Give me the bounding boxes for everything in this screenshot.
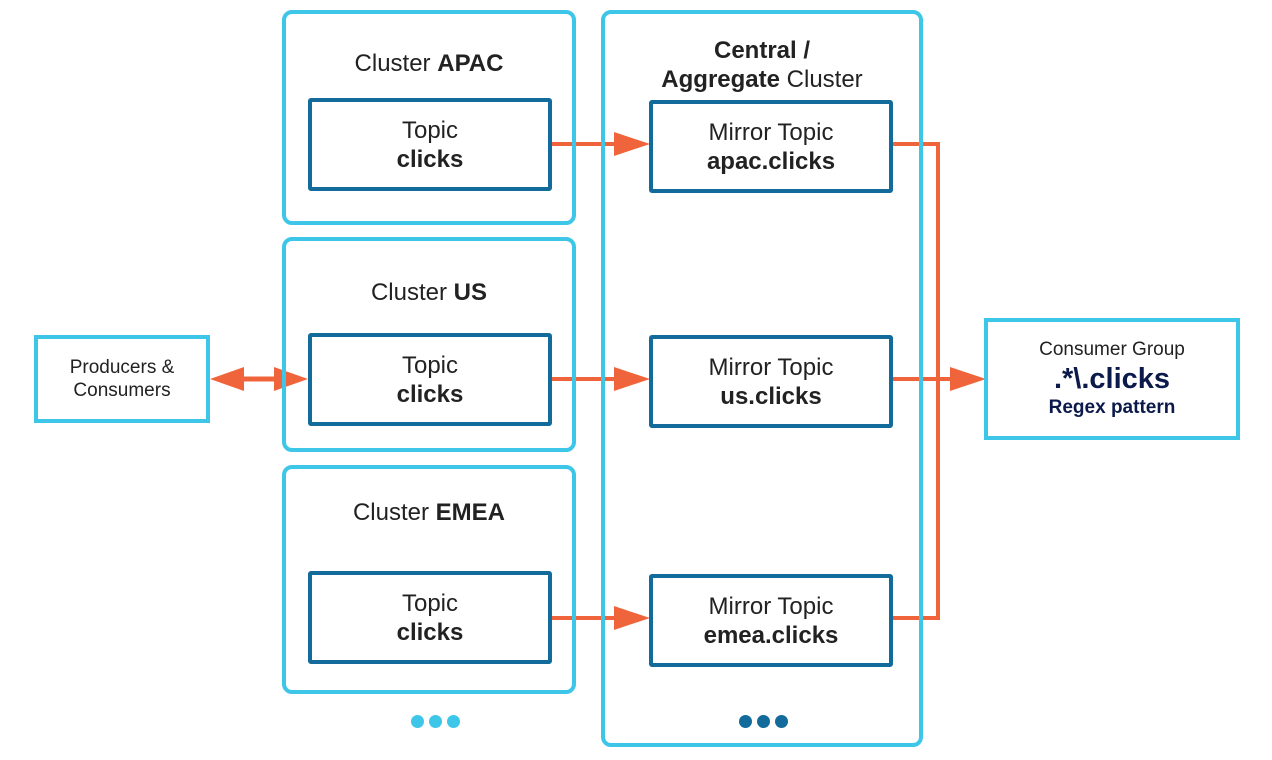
dot — [447, 715, 460, 728]
arrowhead-us — [614, 367, 650, 391]
mirror-topic-label: Mirror Topic — [708, 353, 834, 381]
dot — [429, 715, 442, 728]
consumer-group-subtitle: Regex pattern — [1048, 397, 1176, 418]
cluster-apac-title: Cluster APAC — [354, 50, 504, 77]
consumer-group-pattern: .*\.clicks — [1053, 363, 1171, 395]
topic-apac-clicks[interactable]: Topic clicks — [308, 98, 552, 191]
consumer-group-label: Consumer Group — [1039, 339, 1185, 360]
mirror-topic-apac[interactable]: Mirror Topic apac.clicks — [649, 100, 893, 193]
topic-name: clicks — [396, 145, 464, 173]
topic-emea-clicks[interactable]: Topic clicks — [308, 571, 552, 664]
cluster-apac: Cluster APAC Topic clicks — [282, 10, 576, 225]
topic-name: clicks — [396, 380, 464, 408]
consumer-group-box[interactable]: Consumer Group .*\.clicks Regex pattern — [984, 318, 1240, 440]
topic-label: Topic — [401, 116, 459, 144]
producers-label: Producers & — [69, 357, 175, 378]
more-clusters-icon — [411, 715, 460, 728]
more-mirrors-icon — [739, 715, 788, 728]
cluster-us: Cluster US Topic clicks — [282, 237, 576, 452]
mirror-topic-name: us.clicks — [720, 382, 822, 410]
mirror-topic-label: Mirror Topic — [708, 118, 834, 146]
central-cluster-title: Central / Aggregate Cluster — [661, 37, 863, 93]
cluster-us-title: Cluster US — [370, 279, 488, 306]
arrowhead-consumer-group — [950, 367, 986, 391]
dot — [757, 715, 770, 728]
dot — [775, 715, 788, 728]
topic-label: Topic — [401, 351, 459, 379]
topic-name: clicks — [396, 618, 464, 646]
central-aggregate-cluster: Central / Aggregate Cluster Mirror Topic… — [601, 10, 923, 747]
mirror-topic-name: emea.clicks — [703, 621, 839, 649]
consumers-label: Consumers — [73, 380, 171, 401]
mirror-topic-emea[interactable]: Mirror Topic emea.clicks — [649, 574, 893, 667]
dot — [739, 715, 752, 728]
cluster-emea: Cluster EMEA Topic clicks — [282, 465, 576, 694]
cluster-emea-title: Cluster EMEA — [352, 499, 506, 526]
mirror-topic-label: Mirror Topic — [708, 592, 834, 620]
arrowhead-apac — [614, 132, 650, 156]
arrowhead-producers-left — [210, 367, 244, 391]
dot — [411, 715, 424, 728]
arrowhead-emea — [614, 606, 650, 630]
topic-label: Topic — [401, 589, 459, 617]
topic-us-clicks[interactable]: Topic clicks — [308, 333, 552, 426]
mirror-topic-us[interactable]: Mirror Topic us.clicks — [649, 335, 893, 428]
mirror-topic-name: apac.clicks — [706, 147, 836, 175]
producers-consumers-box[interactable]: Producers & Consumers — [34, 335, 210, 423]
